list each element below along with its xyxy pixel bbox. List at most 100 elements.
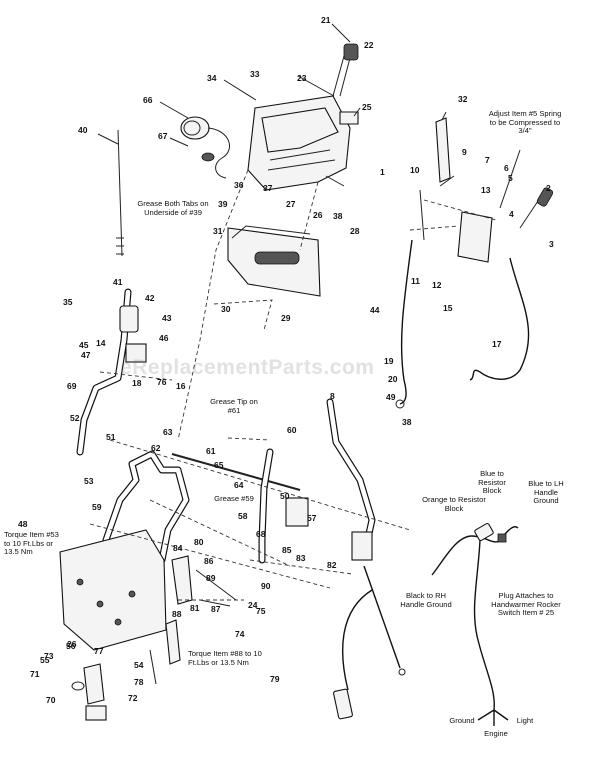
callout-number: 86 xyxy=(204,556,214,566)
callout-number: 7 xyxy=(485,155,490,165)
callout-number: 33 xyxy=(250,69,260,79)
callout-number: 69 xyxy=(67,381,77,391)
label-engine: Engine xyxy=(484,729,508,738)
callout-number: 65 xyxy=(214,460,224,470)
callout-number: 26 xyxy=(313,210,323,220)
callout-number: 32 xyxy=(458,94,468,104)
callout-number: 23 xyxy=(297,73,307,83)
callout-number: 3 xyxy=(549,239,554,249)
note-adjust-spring: Adjust Item #5 Spring to be Compressed t… xyxy=(488,109,562,136)
callout-number: 68 xyxy=(256,529,266,539)
callout-number: 11 xyxy=(411,276,420,286)
callout-number: 16 xyxy=(176,381,186,391)
callout-number: 31 xyxy=(213,226,223,236)
upper-handle-left xyxy=(76,288,147,456)
callout-number: 45 xyxy=(79,340,89,350)
callout-number: 27 xyxy=(286,199,296,209)
callout-number: 38 xyxy=(402,417,412,427)
callout-number: 80 xyxy=(194,537,204,547)
watermark: eReplacementParts.com xyxy=(120,356,375,379)
note-grease-59: Grease #59 xyxy=(214,494,254,503)
callout-number: 83 xyxy=(296,553,306,563)
callout-number: 78 xyxy=(134,677,144,687)
callout-number: 30 xyxy=(221,304,231,314)
callout-number: 25 xyxy=(362,102,372,112)
callout-number: 40 xyxy=(78,125,88,135)
callout-number: 77 xyxy=(94,646,104,656)
callout-number: 60 xyxy=(287,425,297,435)
rod-40 xyxy=(116,129,124,257)
lower-linkage xyxy=(71,555,237,721)
note-grease-tabs: Grease Both Tabs on Underside of #39 xyxy=(137,199,209,217)
callout-number: 24 xyxy=(248,600,258,610)
callout-number: 64 xyxy=(234,480,244,490)
dash-panel xyxy=(227,225,321,297)
callout-number: 17 xyxy=(492,339,502,349)
callout-number: 52 xyxy=(70,413,80,423)
callout-number: 9 xyxy=(462,147,467,157)
callout-number: 82 xyxy=(327,560,337,570)
lower-handle-left xyxy=(102,450,190,564)
frame-panel xyxy=(59,529,167,651)
callout-number: 55 xyxy=(40,655,50,665)
callout-number: 36 xyxy=(234,180,244,190)
callout-number: 63 xyxy=(163,427,173,437)
callout-number: 47 xyxy=(81,350,91,360)
callout-number: 61 xyxy=(206,446,216,456)
callout-number: 54 xyxy=(134,660,144,670)
callout-number: 74 xyxy=(235,629,245,639)
callout-number: 26 xyxy=(67,639,77,649)
callout-number: 39 xyxy=(218,199,228,209)
note-black-rh: Black to RH Handle Ground xyxy=(400,591,452,609)
callout-number: 67 xyxy=(158,131,168,141)
callout-number: 53 xyxy=(84,476,94,486)
callout-number: 35 xyxy=(63,297,73,307)
callout-number: 84 xyxy=(173,543,183,553)
callout-number: 10 xyxy=(410,165,420,175)
callout-number: 28 xyxy=(350,226,360,236)
callout-number: 85 xyxy=(282,545,292,555)
callout-number: 89 xyxy=(206,573,216,583)
callout-number: 66 xyxy=(143,95,153,105)
leader-lines xyxy=(97,23,521,209)
callout-number: 72 xyxy=(128,693,138,703)
note-torque-53: Torque Item #53 to 10 Ft.Lbs or 13.5 Nm xyxy=(4,530,59,557)
label-ground: Ground xyxy=(449,716,475,725)
callout-number: 57 xyxy=(307,513,317,523)
callout-number: 8 xyxy=(330,391,335,401)
shift-linkage xyxy=(171,398,376,564)
callout-number: 37 xyxy=(263,183,273,193)
note-plug-attaches: Plug Attaches to Handwarmer Rocker Switc… xyxy=(491,591,561,618)
callout-number: 81 xyxy=(190,603,200,613)
note-orange-resistor: Orange to Resistor Block xyxy=(422,495,486,513)
callout-number: 59 xyxy=(92,502,102,512)
callout-number: 41 xyxy=(113,277,123,287)
note-blue-lh: Blue to LH Handle Ground xyxy=(528,479,564,506)
callout-number: 62 xyxy=(151,443,161,453)
callout-number: 58 xyxy=(238,511,248,521)
note-blue-resistor: Blue to Resistor Block xyxy=(478,469,506,496)
callout-number: 71 xyxy=(30,669,40,679)
callout-number: 34 xyxy=(207,73,217,83)
callout-number: 79 xyxy=(270,674,280,684)
callout-number: 22 xyxy=(364,40,374,50)
callout-number: 21 xyxy=(321,15,331,25)
callout-number: 42 xyxy=(145,293,155,303)
callout-number: 44 xyxy=(370,305,380,315)
dashboard-housing xyxy=(247,43,359,191)
callout-number: 90 xyxy=(261,581,271,591)
callout-number: 73 xyxy=(44,651,54,661)
callout-number: 6 xyxy=(504,163,509,173)
callout-number: 75 xyxy=(256,606,266,616)
callout-number: 20 xyxy=(388,374,398,384)
note-torque-88: Torque Item #88 to 10 Ft.Lbs or 13.5 Nm xyxy=(188,649,262,667)
callout-number: 15 xyxy=(443,303,453,313)
label-light: Light xyxy=(516,716,534,725)
note-grease-tip: Grease Tip on #61 xyxy=(210,397,258,415)
callout-number: 70 xyxy=(46,695,56,705)
callout-number: 29 xyxy=(281,313,291,323)
callout-number: 4 xyxy=(509,209,514,219)
callout-number: 12 xyxy=(432,280,442,290)
callout-number: 18 xyxy=(132,378,142,388)
